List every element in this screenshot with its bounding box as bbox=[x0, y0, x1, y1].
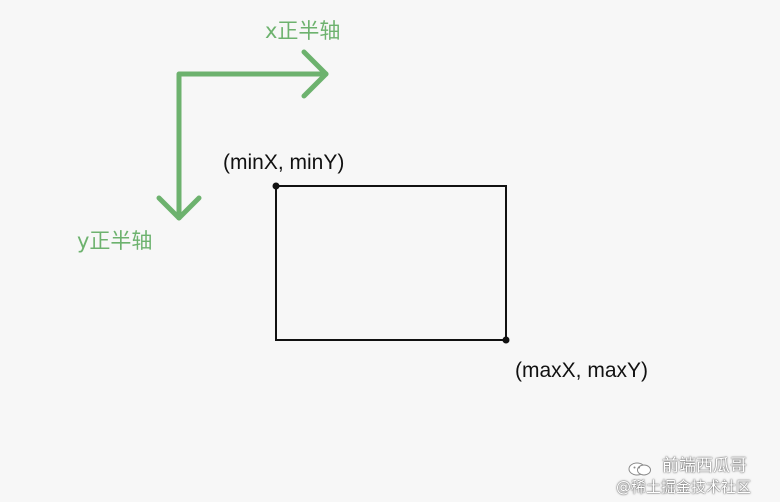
x-axis-label: x正半轴 bbox=[265, 19, 341, 43]
max-corner-point bbox=[502, 336, 510, 344]
bounding-rectangle bbox=[275, 185, 507, 341]
min-corner-label: (minX, minY) bbox=[223, 151, 345, 174]
max-corner-label: (maxX, maxY) bbox=[515, 359, 649, 382]
min-corner-point bbox=[272, 182, 280, 190]
axes bbox=[156, 49, 329, 221]
x-axis-arrowhead bbox=[301, 49, 329, 99]
y-axis-arrowhead bbox=[156, 195, 202, 221]
watermark-account-name: 前端西瓜哥 bbox=[662, 456, 747, 476]
y-axis-label: y正半轴 bbox=[77, 229, 153, 253]
watermark-source: @稀土掘金技术社区 bbox=[616, 478, 752, 496]
wechat-icon bbox=[628, 462, 651, 476]
axis-corner-line bbox=[176, 71, 329, 221]
